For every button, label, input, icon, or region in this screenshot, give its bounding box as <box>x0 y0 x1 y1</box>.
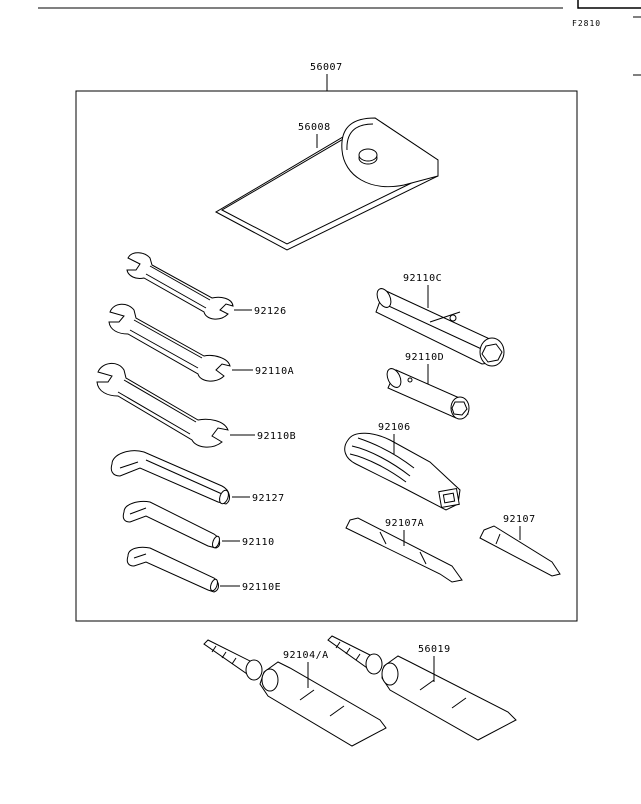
part-label-56019[interactable]: 56019 <box>418 644 451 655</box>
hex-key-92127 <box>110 450 230 505</box>
part-label-92107A[interactable]: 92107A <box>385 518 424 529</box>
part-label-92110[interactable]: 92110 <box>242 537 275 548</box>
screwdriver-handle-92106 <box>344 432 461 511</box>
part-label-56007[interactable]: 56007 <box>310 62 343 73</box>
hex-key-92110E <box>126 546 219 593</box>
hex-key-92110 <box>122 501 221 549</box>
part-label-92126[interactable]: 92126 <box>254 306 287 317</box>
part-label-92104A[interactable]: 92104/A <box>283 650 329 661</box>
box-wrench-92110D <box>386 368 470 420</box>
part-label-56008[interactable]: 56008 <box>298 122 331 133</box>
part-label-92110A[interactable]: 92110A <box>255 366 294 377</box>
part-label-92110B[interactable]: 92110B <box>257 431 296 442</box>
wrench-92126 <box>126 252 234 320</box>
corner-frame <box>577 0 641 9</box>
grease-tube-92104A <box>203 639 387 747</box>
grease-tube-56019 <box>327 635 517 741</box>
part-label-92107[interactable]: 92107 <box>503 514 536 525</box>
part-label-92110E[interactable]: 92110E <box>242 582 281 593</box>
part-label-92110D[interactable]: 92110D <box>405 352 444 363</box>
driver-bit-92107A <box>345 517 463 583</box>
wrench-92110A <box>108 303 231 382</box>
tool-pouch <box>214 117 439 251</box>
figure-code: F2810 <box>572 19 601 28</box>
part-label-92110C[interactable]: 92110C <box>403 273 442 284</box>
driver-bit-92107 <box>479 525 561 577</box>
wrench-92110B <box>96 363 229 448</box>
part-label-92127[interactable]: 92127 <box>252 493 285 504</box>
part-label-92106[interactable]: 92106 <box>378 422 411 433</box>
plug-wrench-92110C <box>375 288 505 367</box>
